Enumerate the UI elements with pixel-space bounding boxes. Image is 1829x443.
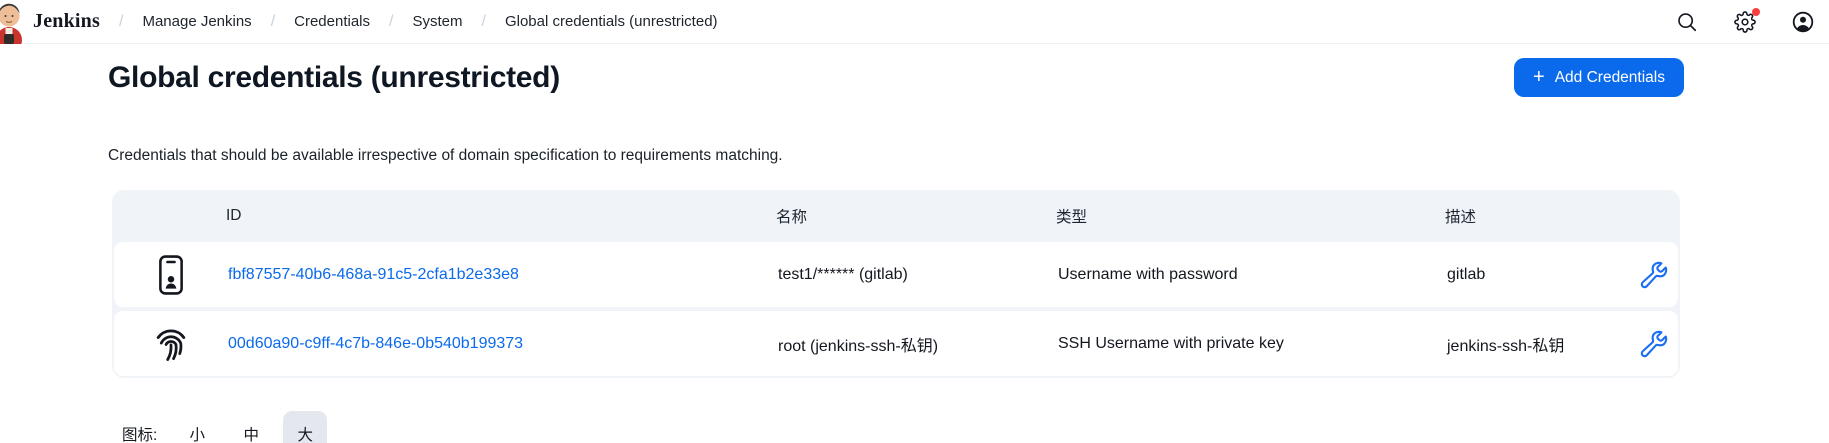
update-credential-button[interactable] [1637, 258, 1671, 292]
wrench-icon [1640, 330, 1668, 357]
page-title: Global credentials (unrestricted) [108, 60, 560, 94]
page-header: Global credentials (unrestricted) + Add … [108, 58, 1684, 97]
fingerprint-icon [114, 322, 228, 366]
user-avatar-icon[interactable] [1791, 10, 1815, 34]
column-header-type: 类型 [1056, 209, 1088, 226]
page-description: Credentials that should be available irr… [108, 147, 783, 164]
column-header-name: 名称 [776, 209, 808, 226]
jenkins-brand-title[interactable]: Jenkins [33, 10, 100, 32]
table-row: 00d60a90-c9ff-4c7b-846e-0b540b199373 roo… [114, 311, 1678, 376]
credential-id-link[interactable]: 00d60a90-c9ff-4c7b-846e-0b540b199373 [228, 334, 524, 352]
breadcrumb-separator: / [481, 12, 486, 30]
breadcrumb-separator: / [119, 12, 124, 30]
search-icon[interactable] [1675, 10, 1699, 34]
credentials-table: ID 名称 类型 描述 fbf87557-40b6-468a-91c5-2cfa… [112, 190, 1680, 378]
top-navigation-bar: Jenkins / Manage Jenkins / Credentials /… [0, 0, 1829, 44]
wrench-icon [1640, 261, 1668, 288]
icon-size-large[interactable]: 大 [283, 411, 328, 443]
settings-gear-icon[interactable] [1733, 7, 1760, 34]
credential-name: root (jenkins-ssh-私钥) [778, 337, 939, 355]
topbar-actions [1675, 7, 1815, 34]
column-header-id: ID [226, 207, 242, 224]
breadcrumb: / Manage Jenkins / Credentials / System … [100, 13, 718, 31]
plus-icon: + [1533, 65, 1545, 88]
icon-size-small[interactable]: 小 [189, 427, 206, 443]
column-header-description: 描述 [1445, 209, 1477, 226]
credential-name: test1/****** (gitlab) [778, 265, 908, 283]
icon-size-label: 图标: [122, 427, 158, 443]
table-row: fbf87557-40b6-468a-91c5-2cfa1b2e33e8 tes… [114, 242, 1678, 307]
breadcrumb-manage-jenkins[interactable]: Manage Jenkins [142, 13, 252, 30]
notification-dot [1752, 7, 1760, 16]
breadcrumb-separator: / [389, 12, 394, 30]
credential-type: Username with password [1058, 265, 1238, 283]
icon-size-medium[interactable]: 中 [243, 427, 260, 443]
add-credentials-button[interactable]: + Add Credentials [1514, 58, 1684, 97]
breadcrumb-system[interactable]: System [412, 13, 463, 30]
icon-size-selector: 图标: 小 中 大 [122, 411, 1829, 443]
jenkins-butler-logo[interactable] [0, 0, 26, 44]
id-badge-icon [114, 252, 228, 298]
credential-type: SSH Username with private key [1058, 334, 1284, 352]
update-credential-button[interactable] [1637, 327, 1671, 361]
breadcrumb-global-credentials[interactable]: Global credentials (unrestricted) [504, 13, 718, 30]
table-header-row: ID 名称 类型 描述 [112, 190, 1680, 242]
add-credentials-label: Add Credentials [1554, 68, 1665, 86]
credential-description: gitlab [1447, 265, 1486, 283]
breadcrumb-separator: / [270, 12, 276, 30]
credential-description: jenkins-ssh-私钥 [1447, 337, 1565, 355]
credential-id-link[interactable]: fbf87557-40b6-468a-91c5-2cfa1b2e33e8 [228, 265, 519, 283]
breadcrumb-credentials[interactable]: Credentials [294, 13, 371, 30]
